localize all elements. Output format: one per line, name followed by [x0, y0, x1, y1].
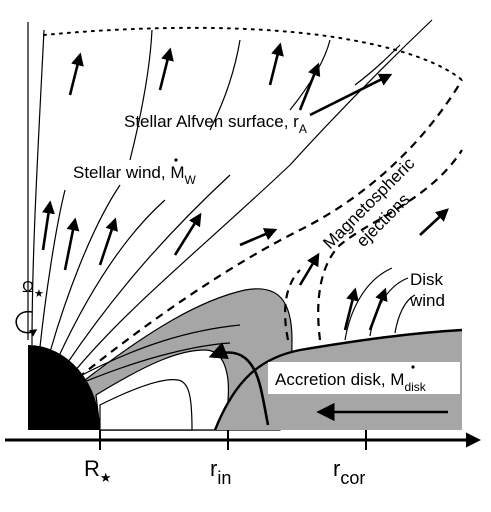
wind-arrows [41, 42, 449, 331]
star [28, 345, 100, 430]
disk-wind-label-1: Disk [410, 270, 444, 289]
wind-mdot-dot [174, 158, 178, 162]
r-star-label: R★ [84, 456, 112, 485]
disk-wind-line [394, 294, 416, 334]
field-line [65, 174, 231, 366]
field-line [79, 324, 241, 377]
disk-surface [213, 328, 463, 431]
accretion-label-bg [268, 362, 460, 394]
field-line [73, 19, 433, 373]
disk-wind-line [369, 277, 409, 337]
innermost-loop [99, 379, 193, 431]
field-line [209, 39, 241, 131]
accretion-funnel-arrow [208, 342, 270, 426]
field-line [39, 189, 66, 348]
ejection-line-inner [317, 149, 463, 341]
accretion-label: Accretion disk, Mdisk [275, 370, 427, 394]
field-line [57, 199, 166, 359]
field-line [31, 29, 45, 346]
field-line [289, 39, 331, 111]
ejection-line-outer [77, 79, 463, 379]
accretion-mdot-dot [411, 365, 415, 369]
field-line [354, 44, 401, 86]
disk-wind-label-2: wind [409, 291, 445, 310]
r-in-label: rin [210, 456, 231, 488]
alfven-label: Stellar Alfven surface, rA [124, 112, 307, 136]
field-line [49, 184, 121, 353]
r-cor-label: rcor [333, 456, 365, 488]
disk-wind-line [344, 267, 393, 341]
rotation-icon [15, 310, 38, 337]
field-line [129, 29, 153, 161]
magnetospheric-label: Magnetospheric ejections [319, 154, 418, 253]
wind-label: Stellar wind, MW [73, 163, 196, 187]
alfven-surface [43, 26, 463, 81]
omega-label: Ω★ [22, 279, 44, 300]
